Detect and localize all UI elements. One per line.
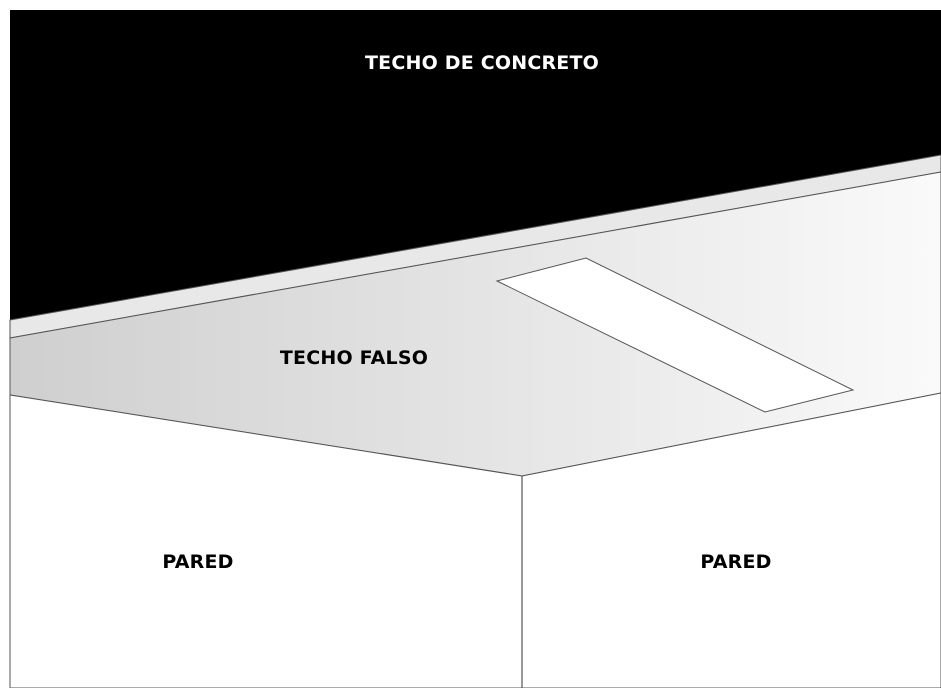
false-ceiling-label: TECHO FALSO — [280, 347, 428, 369]
concrete-ceiling-area — [10, 10, 941, 320]
concrete-ceiling-label: TECHO DE CONCRETO — [365, 52, 599, 74]
wall-left-label: PARED — [162, 551, 233, 573]
wall-right-label: PARED — [700, 551, 771, 573]
light-panel — [495, 257, 855, 413]
